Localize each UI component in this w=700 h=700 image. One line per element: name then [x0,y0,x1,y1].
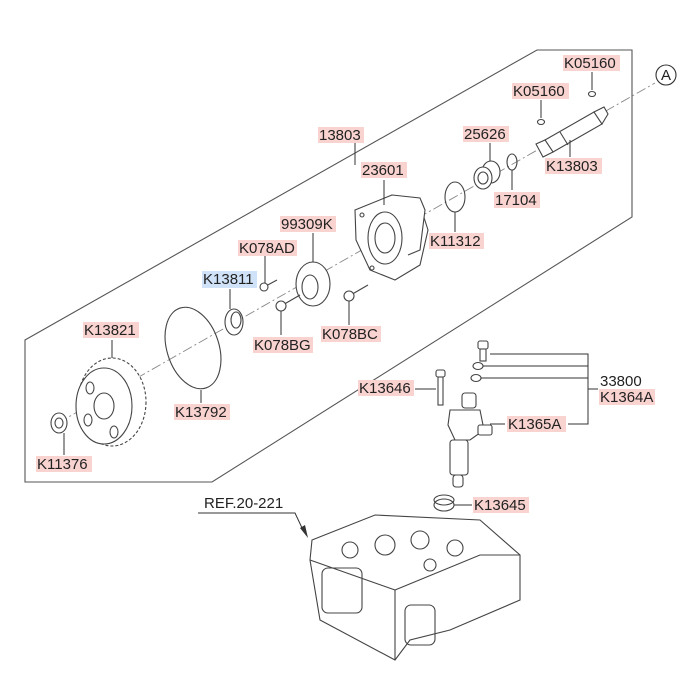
svg-text:K13645: K13645 [474,497,526,514]
part-label[interactable]: K13792 [174,404,230,421]
shaft-icon [535,106,609,158]
nut-icon [50,412,68,434]
part-label[interactable]: K1364A [599,389,655,406]
part-label[interactable]: K13821 [83,322,139,339]
part-label[interactable]: K05160 [512,83,569,100]
part-label[interactable]: 17104 [494,192,540,209]
part-label[interactable]: K078BG [253,337,313,354]
svg-text:K13821: K13821 [84,322,136,339]
part-label[interactable]: K13811 [202,271,257,288]
svg-text:K078AD: K078AD [239,240,295,257]
bolt-icon [343,284,369,302]
part-label[interactable]: K078AD [238,240,297,257]
injector-icon [447,392,493,488]
svg-text:K078BG: K078BG [254,337,311,354]
large-o-ring-icon [164,306,222,390]
reference-label[interactable]: REF.20-221 [204,495,283,512]
stud-icon [435,369,446,406]
washer-icon [470,373,482,383]
callout-a-text: A [661,67,671,84]
svg-text:K05160: K05160 [564,55,616,72]
svg-text:K078BC: K078BC [322,326,378,343]
svg-text:K1365A: K1365A [508,416,561,433]
callout-a[interactable]: A [655,64,677,86]
part-label[interactable]: K1365A [507,416,566,433]
svg-text:K11312: K11312 [430,233,481,250]
part-label[interactable]: K13646 [358,380,414,397]
plate-icon [295,261,331,307]
washer-icon [472,361,484,371]
o-ring-icon [536,118,546,126]
bolt-icon [259,279,278,292]
seal-icon [224,308,244,336]
gear-icon [75,357,147,447]
svg-text:13803: 13803 [319,127,361,144]
part-label[interactable]: K11312 [429,233,484,250]
part-label[interactable]: K11376 [36,456,92,473]
bearing-icon [473,160,501,190]
svg-text:K13803: K13803 [546,158,598,175]
svg-text:23601: 23601 [362,162,404,179]
svg-text:K1364A: K1364A [600,389,653,406]
svg-text:K05160: K05160 [513,83,565,100]
part-label[interactable]: K078BC [321,326,381,343]
bolt-icon [477,340,489,362]
o-ring-icon [587,90,597,98]
svg-text:K13811: K13811 [203,271,254,288]
seat-icon [433,494,455,512]
svg-text:99309K: 99309K [281,216,333,233]
part-label[interactable]: 99309K [280,216,336,233]
assembly-group-box [24,49,633,483]
cylinder-head-icon [309,514,521,661]
svg-text:K13792: K13792 [175,404,227,421]
part-label[interactable]: 23601 [361,162,407,179]
housing-icon [354,194,429,281]
part-label[interactable]: K05160 [563,55,620,72]
part-label[interactable]: K13645 [473,497,529,514]
bolt-icon [275,294,301,312]
part-label[interactable]: K13803 [545,158,602,175]
svg-text:K13646: K13646 [359,380,411,397]
svg-text:25626: 25626 [464,126,506,143]
part-label[interactable]: 13803 [318,127,364,144]
svg-text:33800: 33800 [600,373,642,390]
svg-text:17104: 17104 [495,192,537,209]
part-label[interactable]: 25626 [463,126,509,143]
part-label[interactable]: 33800 [600,373,642,390]
svg-text:K11376: K11376 [37,456,88,473]
